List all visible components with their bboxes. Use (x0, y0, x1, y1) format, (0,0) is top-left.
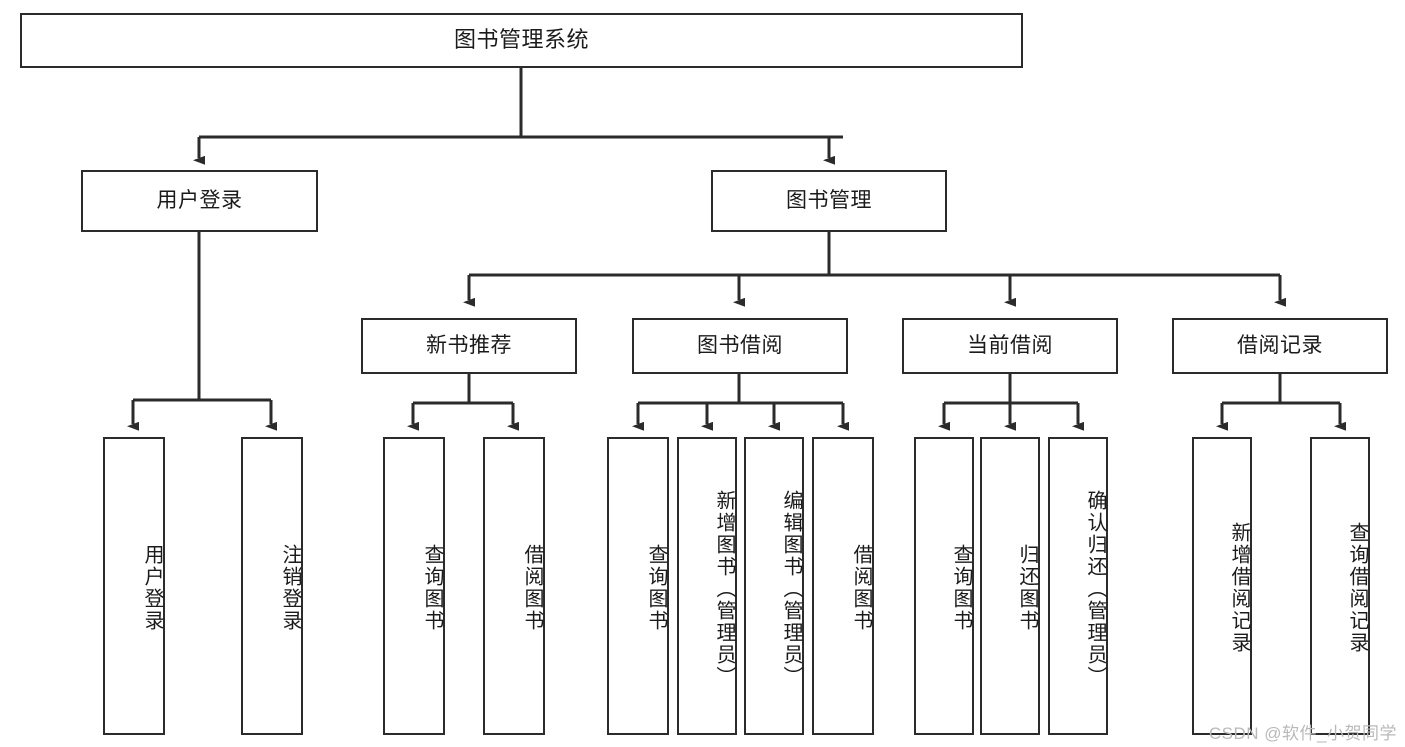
node-book-borrow[interactable]: 图书借阅 (632, 318, 848, 374)
csdn-watermark: CSDN @软件_小贺同学 (1208, 724, 1397, 743)
node-new-book-recommend[interactable]: 新书推荐 (361, 318, 577, 374)
leaf-current-borrow-confirm-return[interactable]: 确认归还（管理员） (1048, 437, 1108, 735)
leaf-book-borrow-query[interactable]: 查询图书 (607, 437, 669, 735)
leaf-label: 注销登录 (279, 544, 301, 632)
leaf-label: 编辑图书（管理员） (780, 490, 802, 688)
leaf-label: 借阅图书 (850, 544, 872, 632)
leaf-book-borrow-edit[interactable]: 编辑图书（管理员） (744, 437, 804, 735)
node-borrow-record[interactable]: 借阅记录 (1172, 318, 1388, 374)
leaf-label: 查询图书 (950, 544, 972, 632)
leaf-current-borrow-return[interactable]: 归还图书 (980, 437, 1040, 735)
node-current-borrow[interactable]: 当前借阅 (902, 318, 1118, 374)
leaf-label: 新增图书（管理员） (713, 490, 735, 688)
node-book-management[interactable]: 图书管理 (711, 170, 947, 232)
leaf-label: 新增借阅记录 (1228, 522, 1250, 654)
leaf-new-book-borrow[interactable]: 借阅图书 (483, 437, 545, 735)
leaf-label: 查询借阅记录 (1346, 522, 1368, 654)
leaf-label: 确认归还（管理员） (1084, 490, 1106, 688)
node-root-system[interactable]: 图书管理系统 (20, 13, 1023, 68)
leaf-new-book-query[interactable]: 查询图书 (383, 437, 445, 735)
leaf-book-borrow-borrow[interactable]: 借阅图书 (812, 437, 874, 735)
leaf-user-login-login[interactable]: 用户登录 (103, 437, 165, 735)
leaf-label: 归还图书 (1016, 544, 1038, 632)
leaf-label: 查询图书 (645, 544, 667, 632)
leaf-book-borrow-add[interactable]: 新增图书（管理员） (677, 437, 737, 735)
leaf-current-borrow-query[interactable]: 查询图书 (914, 437, 974, 735)
leaf-label: 用户登录 (141, 544, 163, 632)
leaf-label: 借阅图书 (521, 544, 543, 632)
leaf-label: 查询图书 (421, 544, 443, 632)
leaf-borrow-record-query[interactable]: 查询借阅记录 (1310, 437, 1370, 735)
leaf-user-login-logout[interactable]: 注销登录 (241, 437, 303, 735)
leaf-borrow-record-add[interactable]: 新增借阅记录 (1192, 437, 1252, 735)
node-user-login[interactable]: 用户登录 (81, 170, 318, 232)
